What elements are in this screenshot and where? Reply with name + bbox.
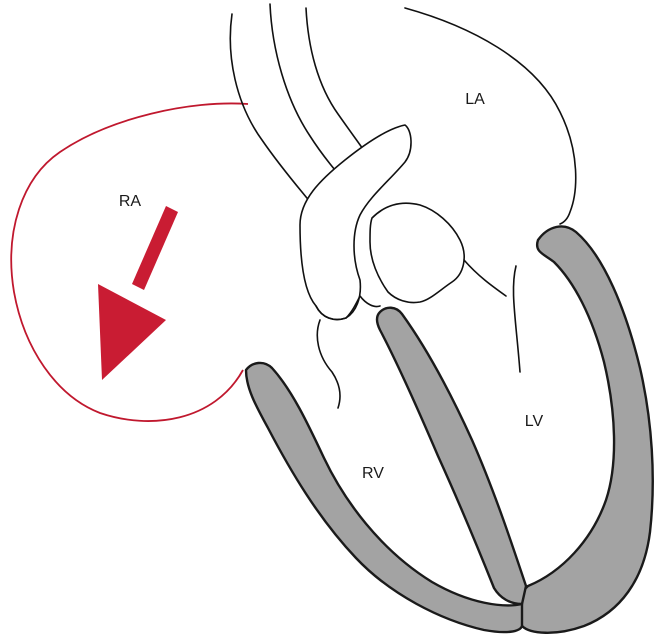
label-ra: RA <box>119 193 142 210</box>
arrow-head <box>98 284 166 380</box>
great-vessel-right <box>306 8 372 162</box>
label-la: LA <box>465 91 485 108</box>
label-rv: RV <box>362 465 384 482</box>
mitral-leaflet <box>513 266 520 372</box>
left-ventricle-septal-line <box>464 260 506 296</box>
pulmonary-root <box>370 203 464 302</box>
right-atrium-outline <box>11 103 248 421</box>
great-vessel-middle <box>270 4 352 190</box>
left-atrium-outline <box>405 8 576 224</box>
arrow-shaft <box>132 206 178 290</box>
arrow-down-left-icon <box>98 206 178 380</box>
tricuspid-valve <box>317 320 340 408</box>
label-lv: LV <box>525 413 544 430</box>
